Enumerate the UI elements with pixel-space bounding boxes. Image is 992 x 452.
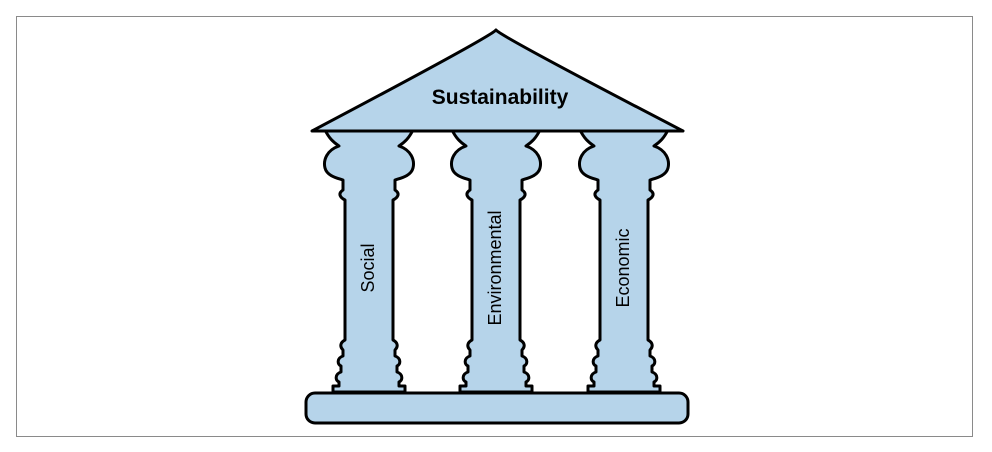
- temple-base: [304, 391, 690, 425]
- temple-roof: [310, 28, 685, 133]
- pillar-label-economic: Economic: [613, 228, 633, 307]
- pillar-label-environmental: Environmental: [485, 210, 505, 325]
- pillar-label-social: Social: [358, 243, 378, 292]
- roof-label: Sustainability: [432, 86, 569, 109]
